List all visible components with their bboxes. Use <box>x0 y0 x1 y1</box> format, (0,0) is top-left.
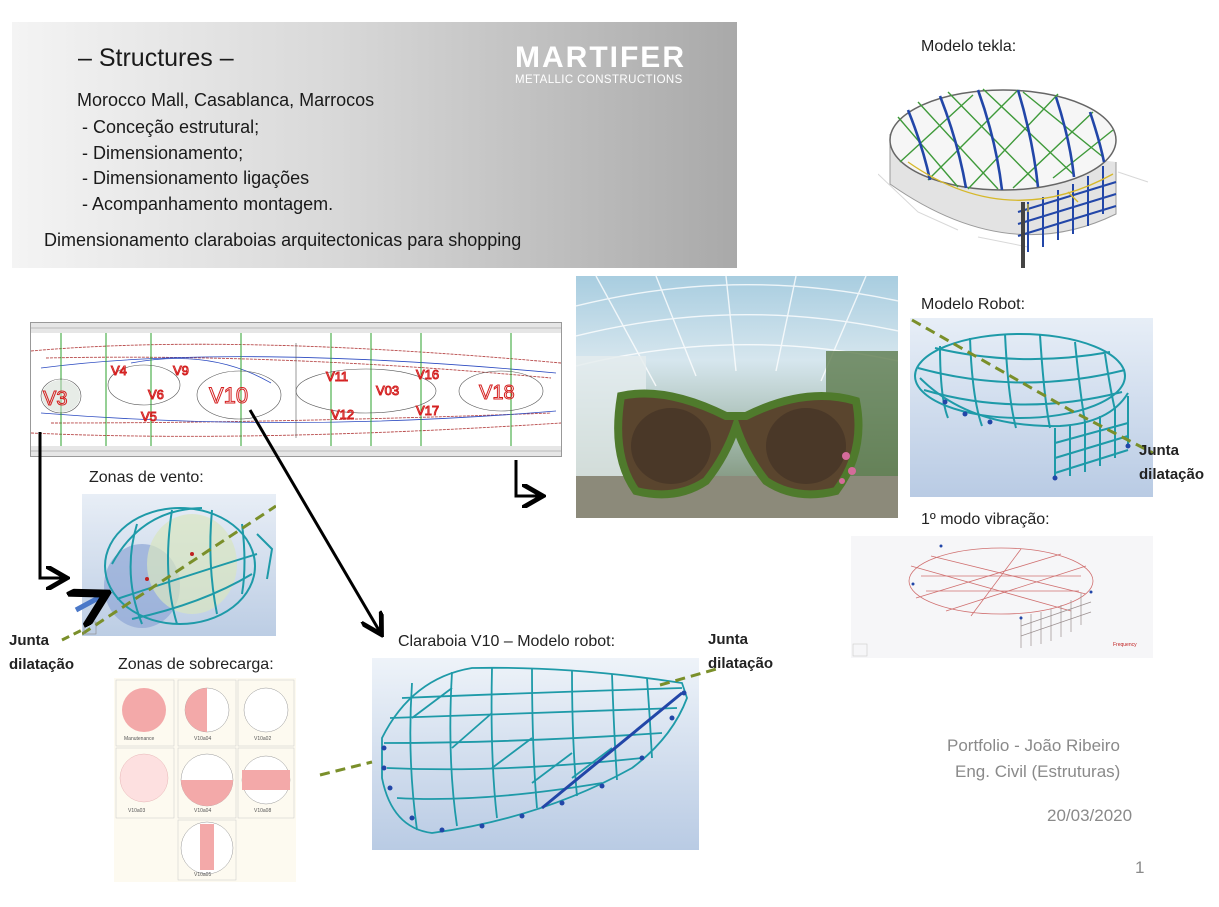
label-modelo-tekla: Modelo tekla: <box>921 38 1017 55</box>
header-panel <box>12 22 737 268</box>
joint-label-line2: dilatação <box>9 656 75 673</box>
zone-label-v16: V16 <box>416 367 439 382</box>
wind-zones-image <box>82 494 276 636</box>
project-summary: Dimensionamento claraboias arquitectonic… <box>44 230 522 250</box>
zone-label-v9: V9 <box>173 363 189 378</box>
footer-author: Portfolio - João Ribeiro <box>947 736 1120 755</box>
footer-date: 20/03/2020 <box>1047 806 1133 825</box>
joint-label-v10: Junta dilatação <box>708 628 773 676</box>
joint-label-line1: Junta <box>1139 442 1180 459</box>
zone-label-v3: V3 <box>43 388 67 410</box>
zone-label-v18: V18 <box>479 382 515 404</box>
svg-text:Frequency: Frequency <box>1113 642 1137 648</box>
robot-model-image <box>910 318 1153 497</box>
zone-label-v17: V17 <box>416 403 439 418</box>
svg-text:V10a04: V10a04 <box>194 736 211 742</box>
zone-label-v4: V4 <box>111 363 127 378</box>
page-title: – Structures – <box>78 44 234 72</box>
joint-label-line2: dilatação <box>1139 466 1205 483</box>
mall-interior-photo <box>576 276 898 518</box>
logo-main-text: MARTIFER <box>515 41 686 74</box>
svg-text:V10a03: V10a03 <box>128 808 145 814</box>
arrow-to-claraboia-v10 <box>248 409 380 632</box>
label-claraboia-v10: Claraboia V10 – Modelo robot: <box>398 633 616 650</box>
svg-text:V10a04: V10a04 <box>194 808 211 814</box>
footer-role: Eng. Civil (Estruturas) <box>955 762 1121 781</box>
zone-label-v10: V10 <box>209 383 248 408</box>
martifer-logo: MARTIFER METALLIC CONSTRUCTIONS <box>515 41 686 87</box>
project-name: Morocco Mall, Casablanca, Marrocos <box>77 90 375 110</box>
zone-label-v11: V11 <box>326 369 348 384</box>
vibration-mode-image: Frequency <box>851 536 1153 658</box>
arrow-to-photo <box>514 460 540 496</box>
label-modelo-robot: Modelo Robot: <box>921 296 1026 313</box>
svg-text:V10a05: V10a05 <box>194 872 211 878</box>
task-item: - Dimensionamento; <box>82 142 244 163</box>
task-list: - Conceção estrutural; - Dimensionamento… <box>82 115 333 217</box>
svg-text:V10a08: V10a08 <box>254 808 271 814</box>
joint-label-line1: Junta <box>9 632 50 649</box>
page-number: 1 <box>1135 858 1145 877</box>
joint-label-robot: Junta dilatação <box>1139 439 1204 487</box>
joint-label-wind: Junta dilatação <box>9 629 74 677</box>
label-zonas-vento: Zonas de vento: <box>89 469 204 486</box>
task-item: - Dimensionamento ligações <box>82 168 310 188</box>
joint-label-line2: dilatação <box>708 655 774 672</box>
task-item: - Acompanhamento montagem. <box>82 193 334 214</box>
joint-label-line1: Junta <box>708 631 749 648</box>
tekla-model-image <box>878 62 1153 272</box>
task-item: - Conceção estrutural; <box>82 117 260 137</box>
arrow-to-wind-zones <box>38 432 64 578</box>
skylight-plan-drawing: V3 V4 V9 V6 V5 V10 V11 V03 V16 V12 V17 V… <box>30 322 562 457</box>
zone-label-v12: V12 <box>331 407 354 422</box>
zone-label-v03: V03 <box>376 383 399 398</box>
logo-sub-text: METALLIC CONSTRUCTIONS <box>515 74 683 86</box>
svg-text:V10a02: V10a02 <box>254 736 271 742</box>
claraboia-v10-model-image <box>372 658 699 850</box>
svg-text:Manutenance: Manutenance <box>124 736 155 742</box>
label-modo-vibracao: 1º modo vibração: <box>921 511 1050 528</box>
zone-label-v6: V6 <box>148 387 164 402</box>
label-zonas-sobrecarga: Zonas de sobrecarga: <box>118 656 274 673</box>
zone-label-v5: V5 <box>141 409 157 424</box>
